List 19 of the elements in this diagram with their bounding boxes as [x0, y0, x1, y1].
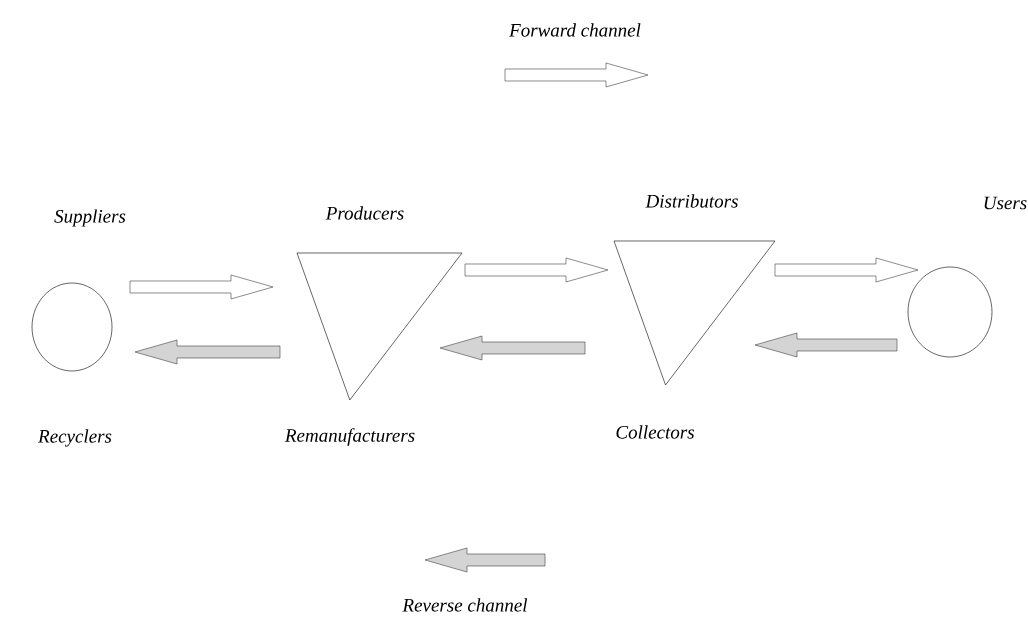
node-label: Remanufacturers	[284, 428, 415, 446]
circle-node: Suppliers Recyclers	[31, 209, 126, 447]
node-label: Producers	[325, 206, 404, 220]
block-arrow	[774, 257, 919, 283]
legend-label: Forward channel	[509, 23, 641, 37]
block-arrow	[464, 257, 609, 283]
block-arrow	[129, 274, 274, 300]
node-label: Distributors	[645, 194, 738, 208]
block-arrow	[439, 335, 586, 361]
block-arrow	[134, 339, 281, 365]
triangle-node: Distributors Collectors	[613, 194, 776, 439]
node-label: Suppliers	[54, 209, 126, 227]
node-label: Collectors	[616, 425, 695, 439]
triangle-node: Producers Remanufacturers	[284, 206, 463, 446]
legend-label: Reverse channel	[402, 598, 528, 612]
node-label: Users	[984, 196, 1027, 210]
block-arrow	[754, 332, 898, 358]
node-label: Recyclers	[37, 429, 112, 447]
circle-node: Users	[907, 196, 1027, 358]
